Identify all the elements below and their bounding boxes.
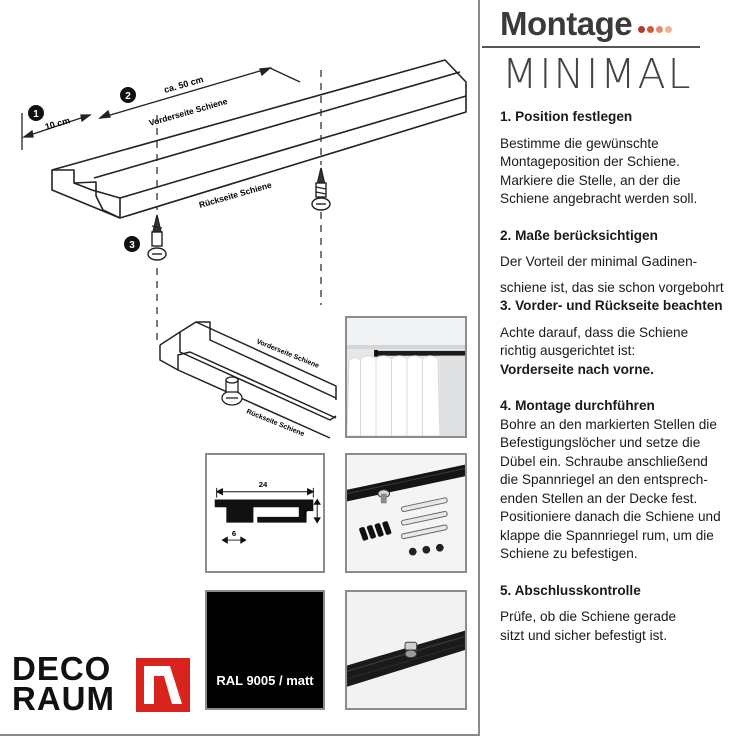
title-dots bbox=[638, 25, 674, 33]
step-heading: 1. Position festlegen bbox=[500, 109, 633, 124]
step-3: 3. Vorder- und Rückseite beachten Achte … bbox=[500, 297, 736, 379]
step-2: 2. Maße berücksichtigen Der Vorteil der … bbox=[500, 227, 736, 298]
dim-10cm-label: 10 cm bbox=[44, 115, 71, 132]
profile-gap-label: 6 bbox=[232, 529, 237, 538]
step-line: Befestigungslöcher und setze die bbox=[500, 435, 701, 450]
mounting-diagram: 10 cm ca. 50 cm Vorderseite Schiene Rück… bbox=[21, 59, 467, 439]
title-divider bbox=[482, 46, 700, 48]
step-line: enden Stellen an der Decke fest. bbox=[500, 490, 698, 506]
rail-lower bbox=[159, 321, 337, 439]
step-line: Der Vorteil der minimal Gadinen- bbox=[500, 254, 698, 269]
step-body: Bohre an den markierten Stellen die Befe… bbox=[500, 416, 736, 564]
step-heading: 2. Maße berücksichtigen bbox=[500, 227, 658, 243]
step-line: schiene ist, das sie schon vorgebohrt bbox=[500, 279, 724, 295]
ral-label: RAL 9005 / matt bbox=[216, 673, 314, 688]
bolt-icon bbox=[377, 489, 391, 504]
dim-50cm-label: ca. 50 cm bbox=[163, 74, 205, 95]
photo-hardware-kit bbox=[345, 453, 467, 573]
illustration-frame bbox=[0, 0, 480, 736]
logo-mark-icon bbox=[136, 658, 190, 712]
title-dot bbox=[638, 25, 646, 33]
page-subtitle: MINIMAL bbox=[502, 50, 693, 98]
step-line: Achte darauf, dass die Schiene bbox=[500, 324, 689, 340]
step-line: richtig ausgerichtet ist: bbox=[500, 343, 636, 358]
profile-height-label: 7 bbox=[303, 508, 307, 517]
step-line: Positioniere danach die Schiene und bbox=[500, 509, 721, 524]
step-emphasis: Vorderseite nach vorne. bbox=[500, 361, 654, 377]
step-line: Markiere die Stelle, an der die bbox=[500, 172, 681, 188]
callout-1: 1 bbox=[28, 105, 44, 121]
decoraum-logo: DECO RAUM bbox=[12, 650, 190, 717]
page-title: Montage bbox=[500, 5, 633, 42]
step-line: sitzt und sicher befestigt ist. bbox=[500, 627, 667, 643]
photo-curtain bbox=[345, 316, 467, 438]
step-body: Prüfe, ob die Schiene gerade sitzt und s… bbox=[500, 608, 736, 645]
clamp-icon bbox=[404, 641, 418, 659]
clamp-bolt bbox=[221, 376, 243, 406]
title-dot bbox=[647, 25, 655, 33]
screw-right bbox=[311, 167, 331, 211]
profile-cross-section: 24 7 6 bbox=[205, 453, 325, 573]
callout-2: 2 bbox=[120, 87, 136, 103]
step-line: Prüfe, ob die Schiene gerade bbox=[500, 609, 677, 624]
callout-3-label: 3 bbox=[129, 240, 135, 251]
step-body: Bestimme die gewünschte Montageposition … bbox=[500, 135, 736, 209]
step-5: 5. Abschlusskontrolle Prüfe, ob die Schi… bbox=[500, 582, 736, 646]
step-line: Schiene zu befestigen. bbox=[500, 546, 638, 561]
steps-list: 1. Position festlegen Bestimme die gewün… bbox=[500, 108, 736, 663]
callout-1-label: 1 bbox=[33, 109, 39, 120]
step-line: Bohre an den markierten Stellen die bbox=[500, 416, 717, 432]
step-1: 1. Position festlegen Bestimme die gewün… bbox=[500, 108, 736, 209]
step-body: Der Vorteil der minimal Gadinen- schiene… bbox=[500, 253, 736, 297]
step-line: Dübel ein. Schraube anschließend bbox=[500, 453, 708, 469]
photo-rail-closeup bbox=[345, 590, 467, 710]
ral-color-swatch: RAL 9005 / matt bbox=[205, 590, 325, 710]
step-line: die Spannriegel an den entsprech- bbox=[500, 472, 708, 487]
instructions-column: Montage MINIMAL 1. Position festlegen Be… bbox=[482, 0, 736, 736]
step-heading: 4. Montage durchführen bbox=[500, 398, 655, 413]
step-line: Montageposition der Schiene. bbox=[500, 154, 680, 169]
dimension-lines bbox=[21, 67, 301, 150]
logo-line-2: RAUM bbox=[12, 680, 115, 717]
step-heading: 3. Vorder- und Rückseite beachten bbox=[500, 298, 723, 313]
step-line: klappe die Spannriegel rum, um die bbox=[500, 527, 714, 543]
title-row: Montage bbox=[500, 4, 674, 44]
title-dot bbox=[656, 25, 664, 33]
step-4: 4. Montage durchführen Bohre an den mark… bbox=[500, 397, 736, 564]
rail-top bbox=[51, 59, 467, 219]
logo-line-1: DECO bbox=[12, 650, 112, 687]
guide-lines bbox=[156, 70, 322, 340]
callout-3: 3 bbox=[124, 236, 140, 252]
screw-left bbox=[147, 214, 167, 261]
callout-2-label: 2 bbox=[125, 91, 131, 102]
step-line: Schiene angebracht werden soll. bbox=[500, 191, 698, 206]
step-heading: 5. Abschlusskontrolle bbox=[500, 582, 641, 598]
step-body: Achte darauf, dass die Schiene richtig a… bbox=[500, 324, 736, 380]
step-line: Bestimme die gewünschte bbox=[500, 135, 659, 151]
profile-width-label: 24 bbox=[259, 480, 268, 489]
title-dot bbox=[665, 25, 673, 33]
